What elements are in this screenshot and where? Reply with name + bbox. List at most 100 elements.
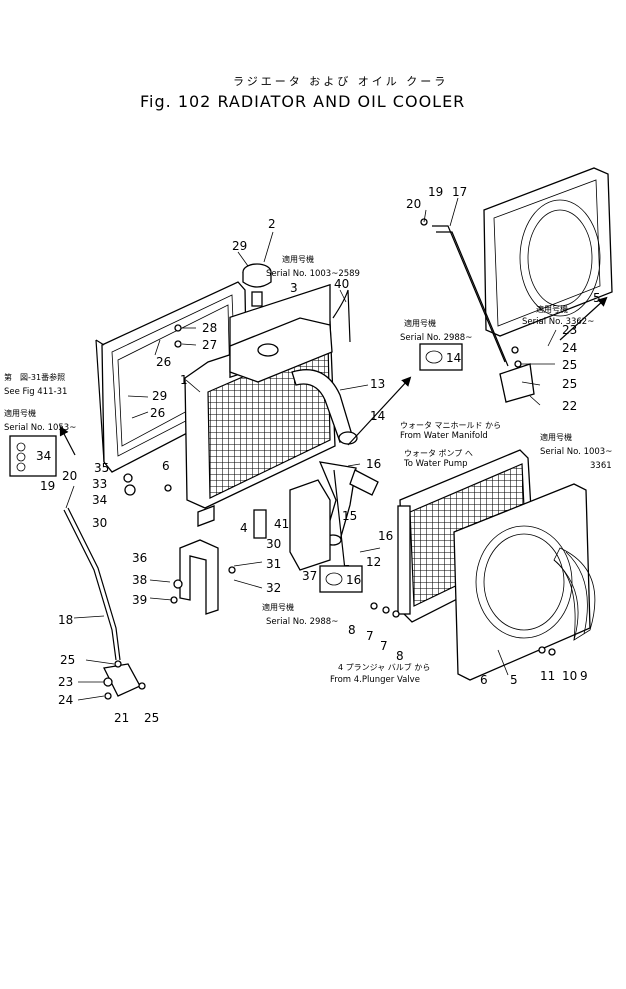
callout-numbers: 2 29 3 40 28 27 26 1 29 26 13 14 14 20 1… <box>36 185 601 725</box>
note-en: From 4.Plunger Valve <box>330 675 420 685</box>
callout: 23 <box>562 323 577 337</box>
support-brackets <box>179 479 331 615</box>
callout: 18 <box>58 613 73 627</box>
callout: 40 <box>334 277 349 291</box>
callout: 20 <box>62 469 77 483</box>
callout: 14 <box>446 351 461 365</box>
callout: 4 <box>240 521 248 535</box>
callout: 21 <box>114 711 129 725</box>
callout: 26 <box>156 355 171 369</box>
leader-lines <box>65 197 557 701</box>
arrow-manifold <box>347 376 412 446</box>
callout: 11 <box>540 669 555 683</box>
note-jp: 適用号機 <box>404 318 436 328</box>
note-en: 3361 <box>590 461 612 471</box>
callout: 13 <box>370 377 385 391</box>
pipe-lower <box>63 509 117 661</box>
note-jp: 4 プランジャ バルブ から <box>338 662 430 672</box>
callout: 16 <box>346 573 361 587</box>
note-jp: 第 図-31番参照 <box>4 372 65 382</box>
note-jp: 適用号機 <box>540 432 572 442</box>
callout: 24 <box>58 693 73 707</box>
clamp-box-14 <box>419 343 463 371</box>
callout: 1 <box>180 373 188 387</box>
note-en: Serial No. 3362~ <box>522 317 594 327</box>
callout: 8 <box>348 623 356 637</box>
callout: 38 <box>132 573 147 587</box>
note-jp: 適用号機 <box>282 254 314 264</box>
callout: 25 <box>144 711 159 725</box>
callout: 19 <box>428 185 443 199</box>
callout: 20 <box>406 197 421 211</box>
fan-shroud-lower <box>453 483 591 681</box>
pipe-upper <box>432 225 506 363</box>
note-jp: 適用号機 <box>536 304 568 314</box>
callout: 27 <box>202 338 217 352</box>
callout: 12 <box>366 555 381 569</box>
callout: 23 <box>58 675 73 689</box>
callout: 16 <box>366 457 381 471</box>
callout: 30 <box>266 537 281 551</box>
overflow-pipe <box>332 289 351 343</box>
callout: 3 <box>290 281 298 295</box>
note-en: Serial No. 1003~ <box>540 447 612 457</box>
callout: 17 <box>452 185 467 199</box>
callout: 41 <box>274 517 289 531</box>
arrow-16 <box>333 469 350 575</box>
callout: 10 <box>562 669 577 683</box>
fan-shroud-upper <box>483 167 613 337</box>
arrow-34 <box>59 425 76 456</box>
callout: 14 <box>370 409 385 423</box>
note-en: See Fig 411-31 <box>4 387 67 397</box>
callout: 35 <box>94 461 109 475</box>
callout: 37 <box>302 569 317 583</box>
callout: 29 <box>152 389 167 403</box>
note-en: From Water Manifold <box>400 431 488 441</box>
bracket-22 <box>499 363 535 403</box>
callout: 34 <box>92 493 107 507</box>
callout: 26 <box>150 406 165 420</box>
callout: 32 <box>266 581 281 595</box>
callout: 29 <box>232 239 247 253</box>
callout: 39 <box>132 593 147 607</box>
note-jp: 適用号機 <box>4 408 36 418</box>
note-en: Serial No. 1003~2589 <box>266 269 360 279</box>
callout: 7 <box>366 629 374 643</box>
callout: 19 <box>40 479 55 493</box>
callout: 6 <box>162 459 170 473</box>
callout: 6 <box>480 673 488 687</box>
callout: 8 <box>396 649 404 663</box>
note-jp: ウォータ マニホールド から <box>400 421 501 430</box>
callout: 33 <box>92 477 107 491</box>
callout: 24 <box>562 341 577 355</box>
fan-guard <box>553 547 596 641</box>
callout: 25 <box>562 358 577 372</box>
callout: 5 <box>510 673 518 687</box>
note-jp: 適用号機 <box>262 602 294 612</box>
serial-notes: 適用号機 Serial No. 1003~2589 適用号機 Serial No… <box>4 254 612 685</box>
callout: 5 <box>593 291 601 305</box>
note-en: Serial No. 1053~ <box>4 423 76 433</box>
title-kana: ラジエータ および オイル クーラ <box>233 75 448 88</box>
callout: 31 <box>266 557 281 571</box>
callout: 15 <box>342 509 357 523</box>
callout: 28 <box>202 321 217 335</box>
note-en: To Water Pump <box>403 459 468 469</box>
callout: 25 <box>60 653 75 667</box>
filler-cap <box>242 263 272 307</box>
callout: 2 <box>268 217 276 231</box>
arrow-3362 <box>559 296 608 341</box>
callout: 30 <box>92 516 107 530</box>
bolt-hardware <box>103 218 556 700</box>
callout: 16 <box>378 529 393 543</box>
radiator-screen-frame <box>95 281 248 473</box>
callout: 7 <box>380 639 388 653</box>
callout: 25 <box>562 377 577 391</box>
note-jp: ウォータ ポンプ へ <box>404 449 473 458</box>
callout: 9 <box>580 669 588 683</box>
figure-title: Fig. 102 RADIATOR AND OIL COOLER <box>140 92 465 111</box>
clamp-box-16 <box>319 565 363 593</box>
callout: 34 <box>36 449 51 463</box>
